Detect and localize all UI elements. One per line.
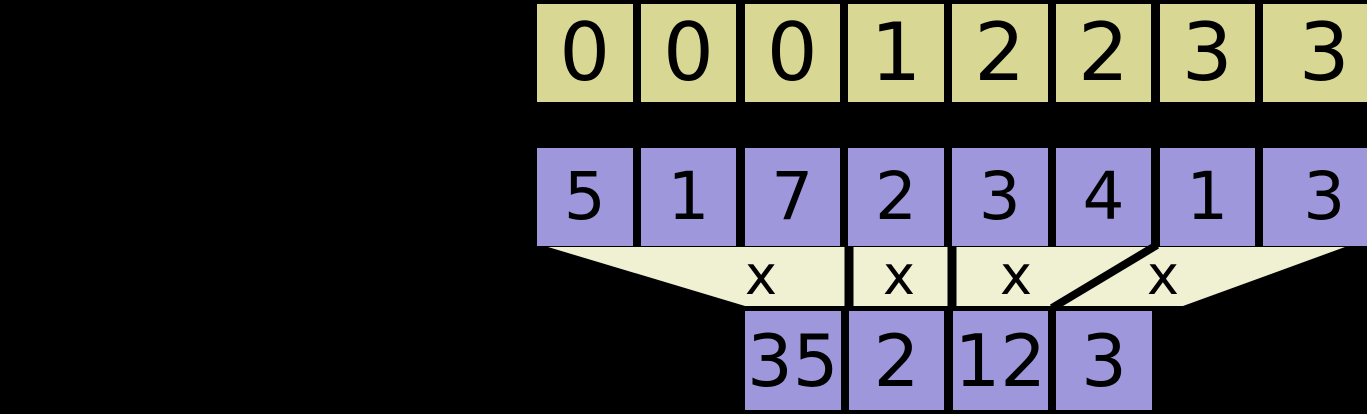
multiply-operator-icon: x	[1000, 244, 1032, 307]
funnel-shape	[548, 247, 1345, 306]
multiply-operator-icon: x	[745, 244, 777, 307]
result-cell: 35	[745, 311, 841, 410]
result-row: 35 2 12 3	[745, 311, 1152, 410]
value-cell: 4	[1055, 148, 1152, 246]
value-cell: 3	[952, 148, 1048, 246]
segment-id-cell: 2	[952, 4, 1048, 102]
segment-id-cell: 3	[1263, 4, 1367, 102]
result-cell: 3	[1056, 311, 1152, 410]
value-row: 5 1 7 2 3 4 1 3	[537, 148, 1367, 246]
multiply-operator-icon: x	[883, 244, 915, 307]
value-cell: 2	[848, 148, 944, 246]
multiply-operator-icon: x	[1147, 244, 1179, 307]
value-cell: 1	[640, 148, 737, 246]
value-cell: 1	[1159, 148, 1255, 246]
funnel-divider-line	[1049, 241, 1160, 312]
value-cell: 5	[537, 148, 633, 246]
segment-id-cell: 0	[744, 4, 840, 102]
segment-id-cell: 1	[848, 4, 944, 102]
segment-id-cell: 0	[640, 4, 737, 102]
result-cell: 2	[848, 311, 945, 410]
value-cell: 3	[1263, 148, 1367, 246]
segment-id-cell: 0	[537, 4, 633, 102]
segment-id-cell: 3	[1159, 4, 1255, 102]
segment-id-cell: 2	[1055, 4, 1152, 102]
value-cell: 7	[744, 148, 840, 246]
result-cell: 12	[952, 311, 1048, 410]
segment-id-row: 0 0 0 1 2 2 3 3	[537, 4, 1367, 102]
